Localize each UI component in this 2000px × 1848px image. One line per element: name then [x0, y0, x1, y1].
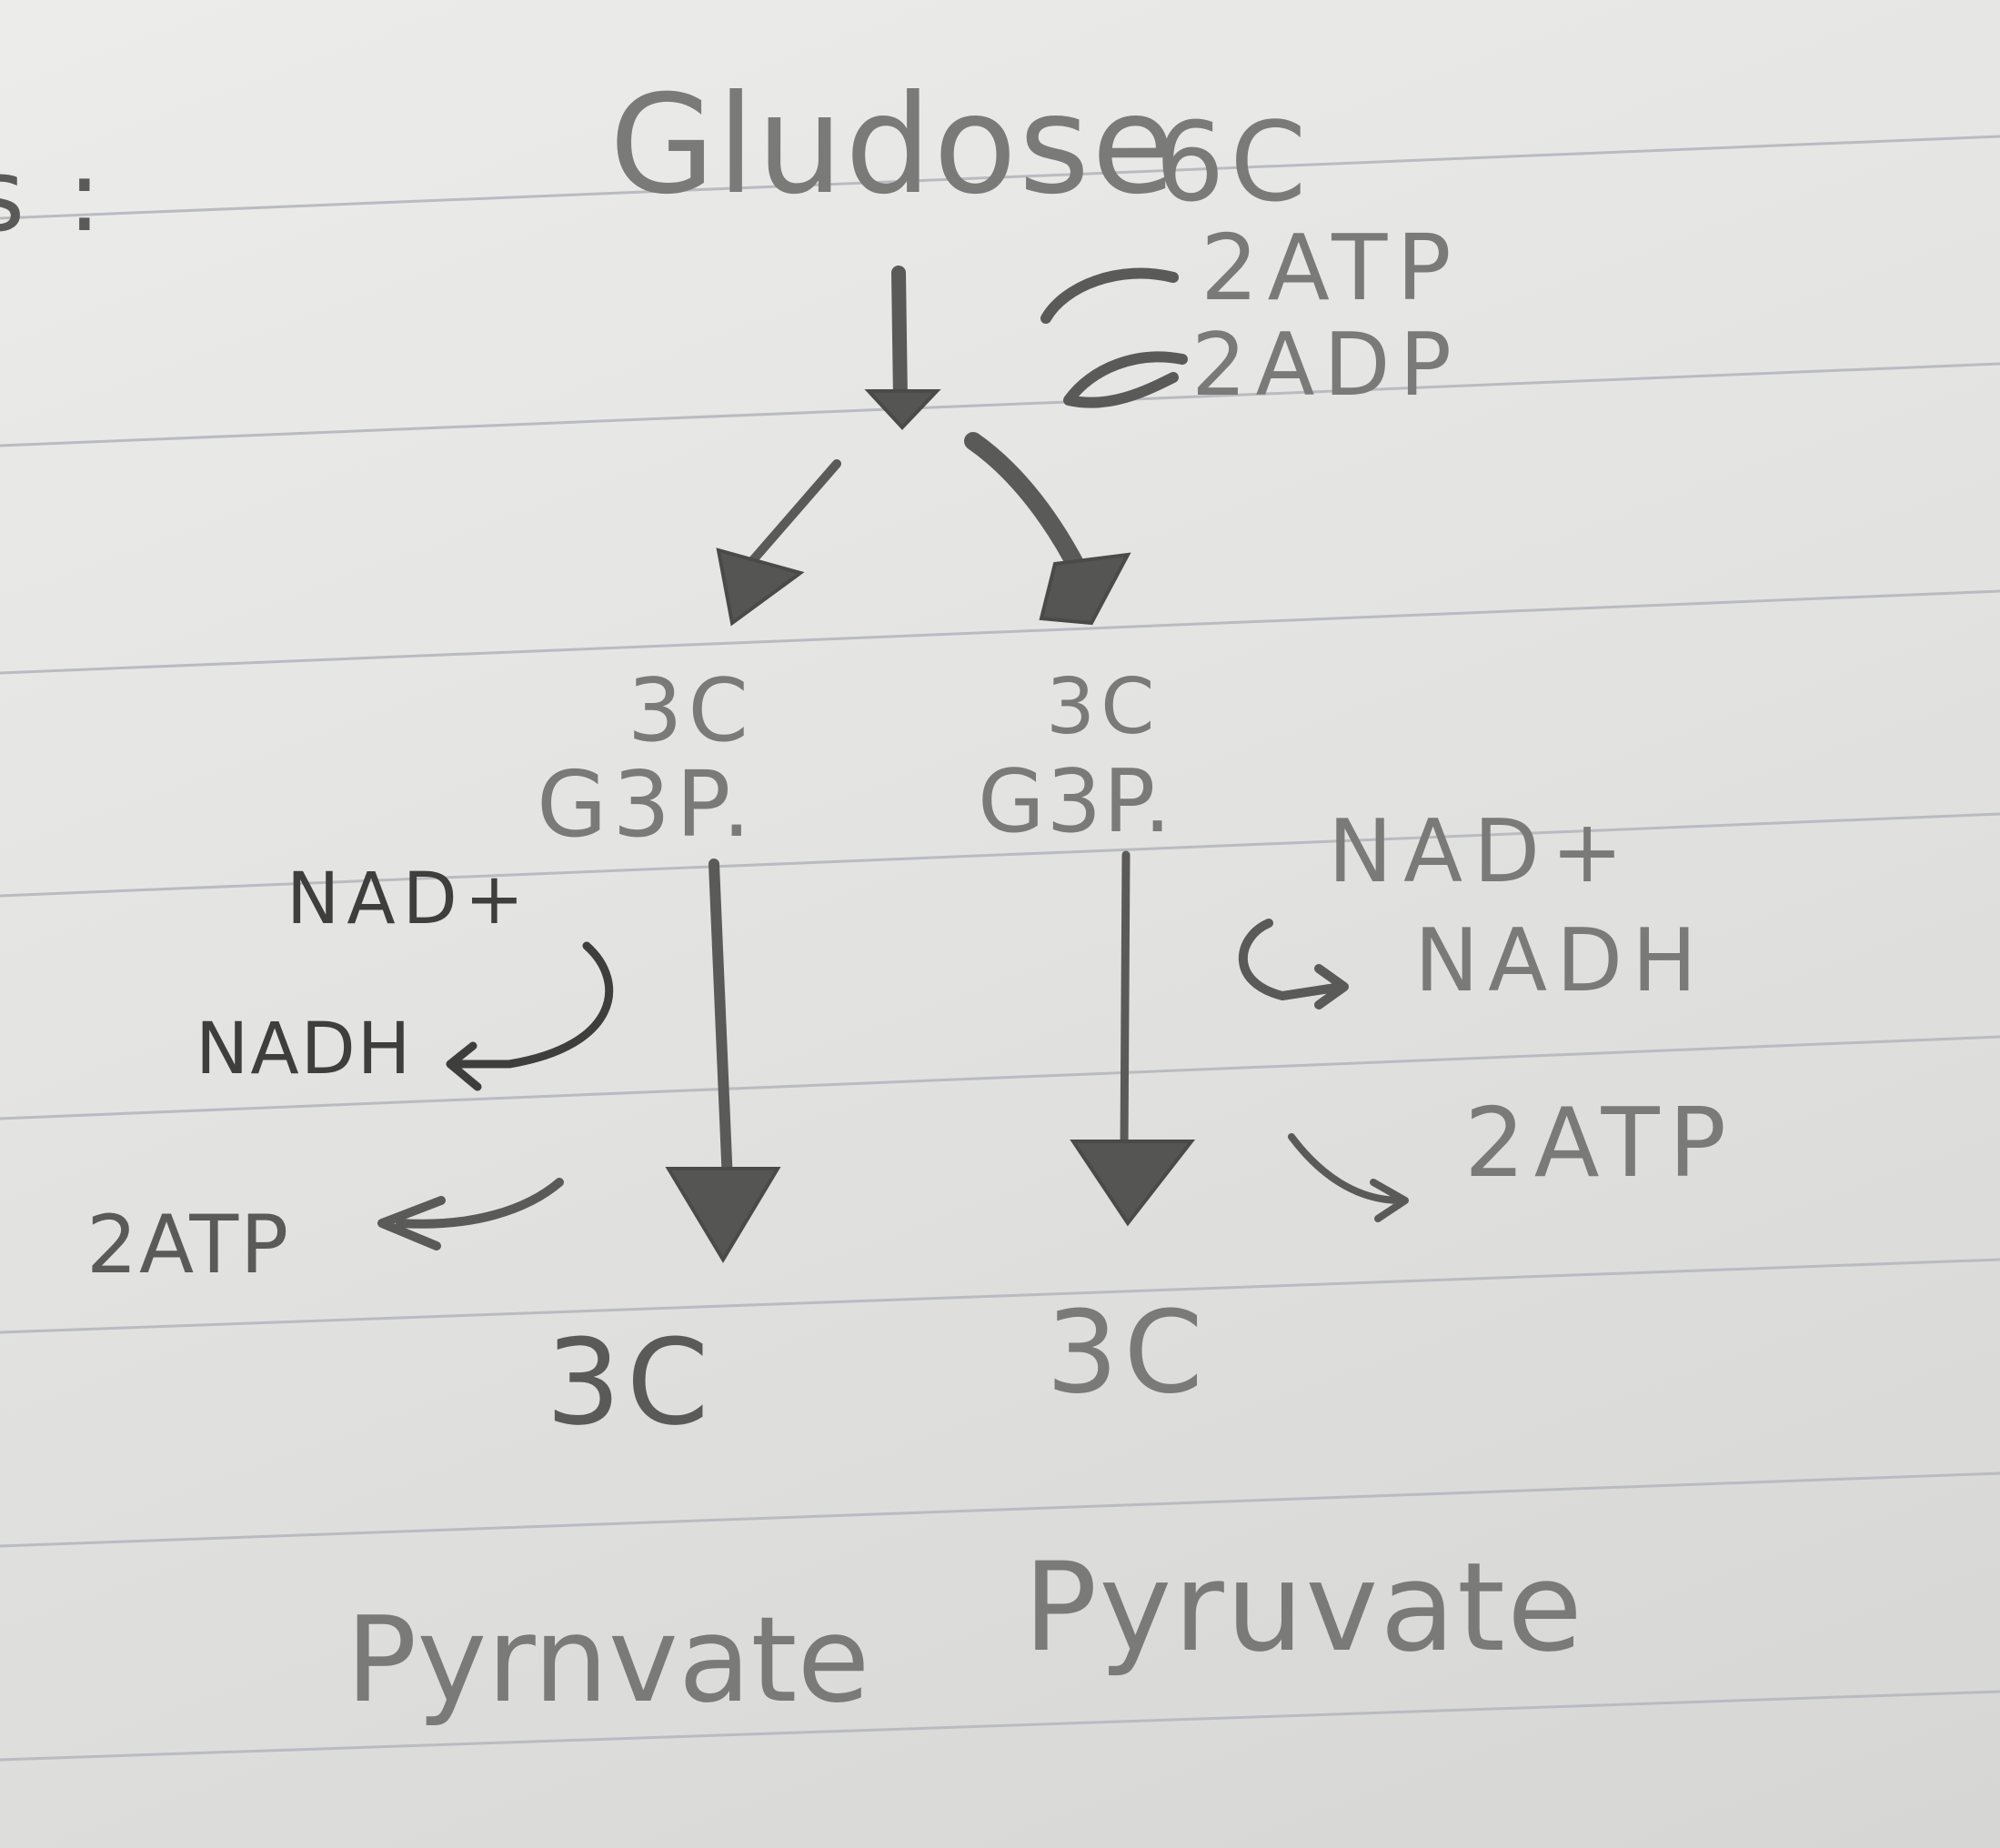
glucose-label: Gludose [609, 66, 1178, 225]
right-down-arrow [1120, 850, 1131, 1155]
glucose-arrowhead [864, 389, 941, 430]
left-atp-out-icon [377, 1178, 564, 1250]
left-product-label: Pyrnvate [346, 1591, 870, 1729]
split-right-arrowhead [1039, 552, 1131, 626]
atp-adp-curve-icon [1040, 267, 1188, 408]
left-atp-label: 2ATP [86, 1198, 291, 1291]
glucose-down-arrow [891, 266, 908, 407]
right-nad-nadh-curve-icon [1238, 919, 1349, 1009]
left-nadh-label: NADH [196, 1009, 413, 1090]
right-atp-label: 2ATP [1464, 1088, 1735, 1199]
right-g3p-label: G3P. [978, 752, 1173, 852]
right-nadh-label: NADH [1414, 911, 1706, 1011]
left-nad-nadh-curve-icon [446, 941, 614, 1091]
split-left-arrowhead [716, 547, 805, 627]
right-arrowhead [1070, 1140, 1196, 1227]
split-left-arrow [741, 459, 841, 573]
margin-fragment: s : [0, 137, 107, 254]
right-product-carbons: 3C [1046, 1287, 1209, 1419]
left-g3p-carbons: 3C [628, 661, 754, 761]
left-product-carbons: 3C [546, 1313, 715, 1451]
left-arrowhead [665, 1167, 781, 1263]
glucose-carbons: 6C [1155, 100, 1312, 226]
right-g3p-carbons: 3C [1046, 662, 1161, 752]
left-g3p-label: G3P. [537, 751, 757, 858]
right-product-label: Pyruvate [1023, 1536, 1584, 1679]
split-right-arrow [964, 432, 1091, 587]
left-down-arrow [709, 859, 733, 1188]
left-nad-label: NAD+ [286, 859, 532, 940]
output-adp-label: 2ADP [1191, 316, 1461, 416]
input-atp-label: 2ATP [1201, 215, 1461, 321]
right-atp-out-icon [1288, 1133, 1409, 1222]
right-nad-label: NAD+ [1328, 802, 1634, 902]
